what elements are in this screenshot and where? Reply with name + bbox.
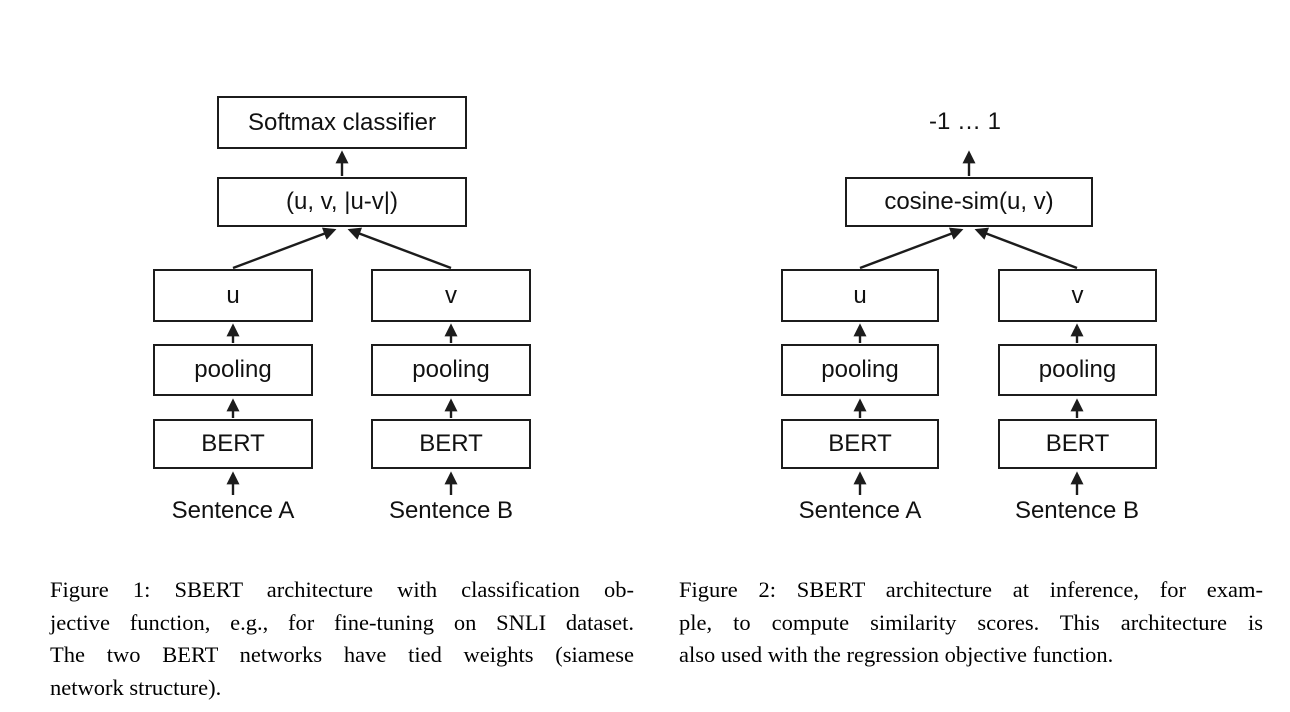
- fig2-output-range-label: -1 … 1: [928, 108, 1002, 135]
- fig2-pooling-b-label: pooling: [1038, 356, 1117, 383]
- fig1-softmax-classifier-box: Softmax classifier: [217, 96, 467, 149]
- fig1-bert-a-box: BERT: [153, 419, 313, 469]
- fig1-sentence-b-label: Sentence B: [388, 497, 514, 524]
- fig2-arrow-u-to-cosine-icon: [859, 227, 964, 270]
- fig2-sentence-b-label: Sentence B: [1014, 497, 1140, 524]
- fig2-pooling-b-box: pooling: [998, 344, 1157, 396]
- fig2-v-box: v: [998, 269, 1157, 322]
- fig1-arrow-v-to-concat-icon: [347, 227, 452, 270]
- fig1-pooling-b-label: pooling: [412, 356, 490, 383]
- figure2-caption-line: ple, to compute similarity scores. This …: [679, 609, 1263, 635]
- fig1-pooling-a-label: pooling: [194, 356, 272, 383]
- figure1-caption-line: The two BERT networks have tied weights …: [50, 642, 634, 668]
- fig1-pooling-a-box: pooling: [153, 344, 313, 396]
- fig1-bert-a-label: BERT: [201, 430, 265, 457]
- fig1-pooling-b-box: pooling: [371, 344, 531, 396]
- fig1-bert-b-box: BERT: [371, 419, 531, 469]
- figure1-caption: Figure 1: SBERT architecture with classi…: [50, 574, 634, 705]
- figure2-caption: Figure 2: SBERT architecture at inferenc…: [679, 574, 1263, 672]
- figure2-caption-line: Figure 2: SBERT architecture at inferenc…: [679, 577, 1263, 602]
- fig1-sentence-a-label: Sentence A: [171, 497, 295, 524]
- fig1-v-box: v: [371, 269, 531, 322]
- fig2-bert-a-label: BERT: [828, 430, 892, 457]
- figure1-caption-line: network structure).: [50, 675, 222, 701]
- fig1-concat-box: (u, v, |u-v|): [217, 177, 467, 227]
- figure1-caption-line: jective function, e.g., for fine-tuning …: [50, 609, 634, 635]
- figure2-caption-line: also used with the regression objective …: [679, 642, 1114, 668]
- fig2-pooling-a-box: pooling: [781, 344, 939, 396]
- fig2-u-box: u: [781, 269, 939, 322]
- fig1-concat-label: (u, v, |u-v|): [285, 188, 399, 215]
- fig1-u-box: u: [153, 269, 313, 322]
- fig2-cosine-sim-box: cosine-sim(u, v): [845, 177, 1093, 227]
- fig2-pooling-a-label: pooling: [821, 356, 899, 383]
- fig2-u-label: u: [853, 281, 867, 309]
- fig2-v-label: v: [1071, 281, 1084, 309]
- fig1-v-label: v: [445, 281, 457, 309]
- fig2-arrow-v-to-cosine-icon: [974, 227, 1078, 270]
- fig1-softmax-label: Softmax classifier: [247, 108, 437, 136]
- figure1-caption-line: Figure 1: SBERT architecture with classi…: [50, 577, 634, 602]
- fig1-u-label: u: [226, 281, 240, 309]
- fig2-bert-b-label: BERT: [1045, 430, 1110, 457]
- fig1-bert-b-label: BERT: [419, 430, 483, 457]
- fig2-bert-b-box: BERT: [998, 419, 1157, 469]
- fig1-arrow-u-to-concat-icon: [232, 227, 337, 270]
- fig2-bert-a-box: BERT: [781, 419, 939, 469]
- fig2-cosine-sim-label: cosine-sim(u, v): [884, 188, 1054, 215]
- fig2-sentence-a-label: Sentence A: [798, 497, 922, 524]
